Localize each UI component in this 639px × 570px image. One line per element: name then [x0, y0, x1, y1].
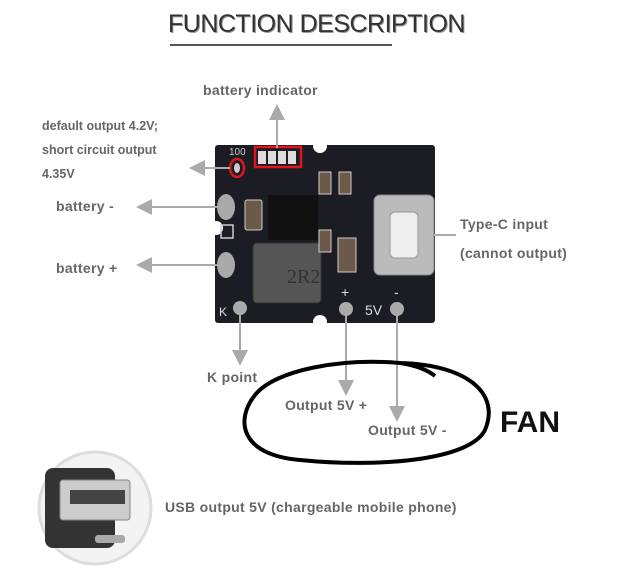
label-battery-indicator: battery indicator: [203, 82, 318, 98]
hand-drawn-circle: [242, 359, 491, 465]
label-default-output-1: default output 4.2V;: [42, 119, 158, 133]
label-usb-output: USB output 5V (chargeable mobile phone): [165, 499, 457, 515]
label-typec-cannot-output: (cannot output): [460, 245, 568, 261]
label-k-point: K point: [207, 369, 258, 385]
silk-5v: 5V: [365, 302, 383, 318]
silk-k: K: [219, 305, 227, 319]
label-output-plus: Output 5V +: [285, 397, 368, 413]
silk-plus: +: [341, 284, 349, 300]
usb-port-image: [37, 450, 153, 566]
label-battery-plus: battery +: [56, 260, 118, 276]
page-title: FUNCTION DESCRIPTION: [168, 10, 465, 38]
pcb-board: [209, 139, 435, 329]
label-typec-input: Type-C input: [460, 216, 549, 232]
silk-100: 100: [229, 147, 246, 158]
title-underline: [170, 44, 392, 46]
callout-arrows: [136, 104, 456, 422]
label-battery-minus: battery -: [56, 198, 114, 214]
silk-minus: -: [394, 284, 399, 300]
label-default-output-3: 4.35V: [42, 167, 75, 181]
label-default-output-2: short circuit output: [42, 143, 157, 157]
label-output-minus: Output 5V -: [368, 422, 447, 438]
label-fan: FAN: [500, 406, 560, 439]
inductor-marking: 2R2: [287, 266, 320, 288]
